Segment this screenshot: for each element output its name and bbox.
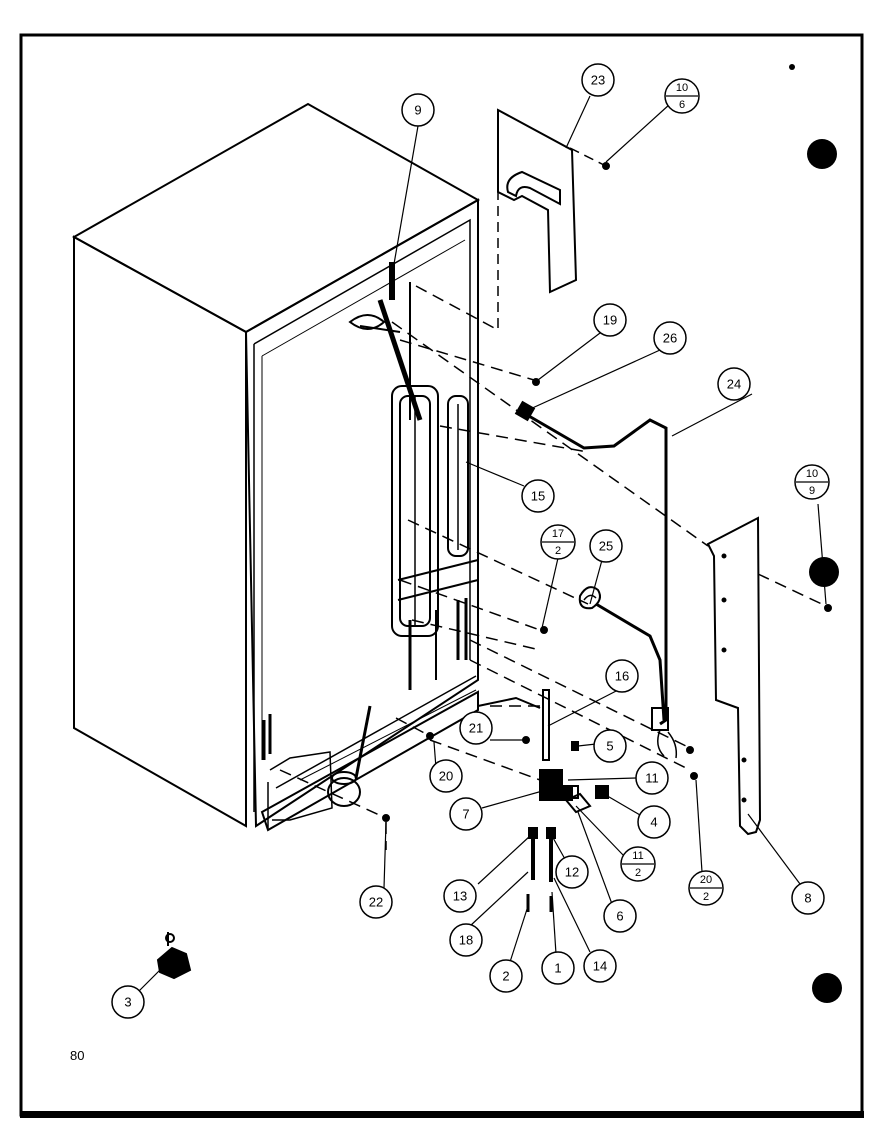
svg-text:4: 4: [650, 814, 657, 829]
back-cover-panel: [706, 516, 762, 836]
svg-text:2: 2: [703, 891, 709, 903]
callout-20: 20: [429, 759, 463, 793]
callout-12: 12: [555, 855, 589, 889]
svg-text:11: 11: [645, 770, 659, 785]
svg-text:7: 7: [462, 806, 469, 821]
svg-text:10: 10: [806, 468, 818, 480]
callout-25: 25: [589, 529, 623, 563]
svg-text:20: 20: [439, 768, 453, 783]
svg-text:11: 11: [632, 850, 643, 862]
svg-text:10: 10: [676, 82, 688, 94]
callout-10-6: 10 6: [664, 78, 700, 114]
callout-14: 14: [583, 949, 617, 983]
callout-13: 13: [443, 879, 477, 913]
callout-16: 16: [605, 659, 639, 693]
callout-7: 7: [449, 797, 483, 831]
callout-26: 26: [653, 321, 687, 355]
callout-23: 23: [581, 63, 615, 97]
svg-text:12: 12: [565, 864, 579, 879]
binder-hole-bottom: [812, 973, 842, 1003]
binder-hole-top: [807, 139, 837, 169]
diagram-frame: [19, 33, 864, 1117]
callout-22: 22: [359, 885, 393, 919]
refrigerator-cabinet: [71, 102, 481, 832]
svg-text:6: 6: [679, 99, 685, 111]
part-3-relay: [156, 932, 192, 980]
svg-text:20: 20: [700, 874, 712, 886]
page-number: 80: [70, 1048, 84, 1063]
callout-1: 1: [541, 951, 575, 985]
callout-11-2: 11 2: [620, 846, 656, 882]
leader-lines: [137, 95, 827, 993]
svg-text:9: 9: [414, 102, 421, 117]
svg-text:6: 6: [616, 908, 623, 923]
svg-text:22: 22: [369, 894, 383, 909]
svg-text:2: 2: [555, 545, 561, 557]
callout-6: 6: [603, 899, 637, 933]
svg-text:26: 26: [663, 330, 677, 345]
explosion-lines: [279, 285, 827, 850]
callout-11: 11: [635, 761, 669, 795]
callout-9: 9: [401, 93, 435, 127]
svg-text:1: 1: [554, 960, 561, 975]
svg-text:16: 16: [615, 668, 629, 683]
callout-4: 4: [637, 805, 671, 839]
svg-text:2: 2: [502, 968, 509, 983]
callout-10-9: 10 9: [794, 464, 830, 500]
callout-19: 19: [593, 303, 627, 337]
speck: [789, 64, 795, 70]
callout-2: 2: [489, 959, 523, 993]
svg-text:5: 5: [606, 738, 613, 753]
callout-5: 5: [593, 729, 627, 763]
callout-20-2: 20 2: [688, 870, 724, 906]
svg-text:14: 14: [593, 958, 607, 973]
svg-text:21: 21: [469, 720, 483, 735]
callout-15: 15: [521, 479, 555, 513]
svg-text:17: 17: [552, 528, 564, 540]
callout-24: 24: [717, 367, 751, 401]
svg-text:18: 18: [459, 932, 473, 947]
svg-text:9: 9: [809, 485, 815, 497]
bottom-strip: [20, 1111, 864, 1118]
callout-3: 3: [111, 985, 145, 1019]
svg-text:8: 8: [804, 890, 811, 905]
svg-text:15: 15: [531, 488, 545, 503]
svg-text:23: 23: [591, 72, 605, 87]
callout-17-2: 17 2: [540, 524, 576, 560]
svg-text:3: 3: [124, 994, 131, 1009]
callout-21: 21: [459, 711, 493, 745]
callout-18: 18: [449, 923, 483, 957]
shield-panel-23: [497, 108, 607, 330]
condenser-coil: [327, 262, 479, 807]
svg-text:2: 2: [635, 867, 641, 879]
svg-text:19: 19: [603, 312, 617, 327]
svg-text:24: 24: [727, 376, 741, 391]
power-cord: [514, 400, 678, 759]
callout-8: 8: [791, 881, 825, 915]
svg-text:13: 13: [453, 888, 467, 903]
svg-text:25: 25: [599, 538, 613, 553]
